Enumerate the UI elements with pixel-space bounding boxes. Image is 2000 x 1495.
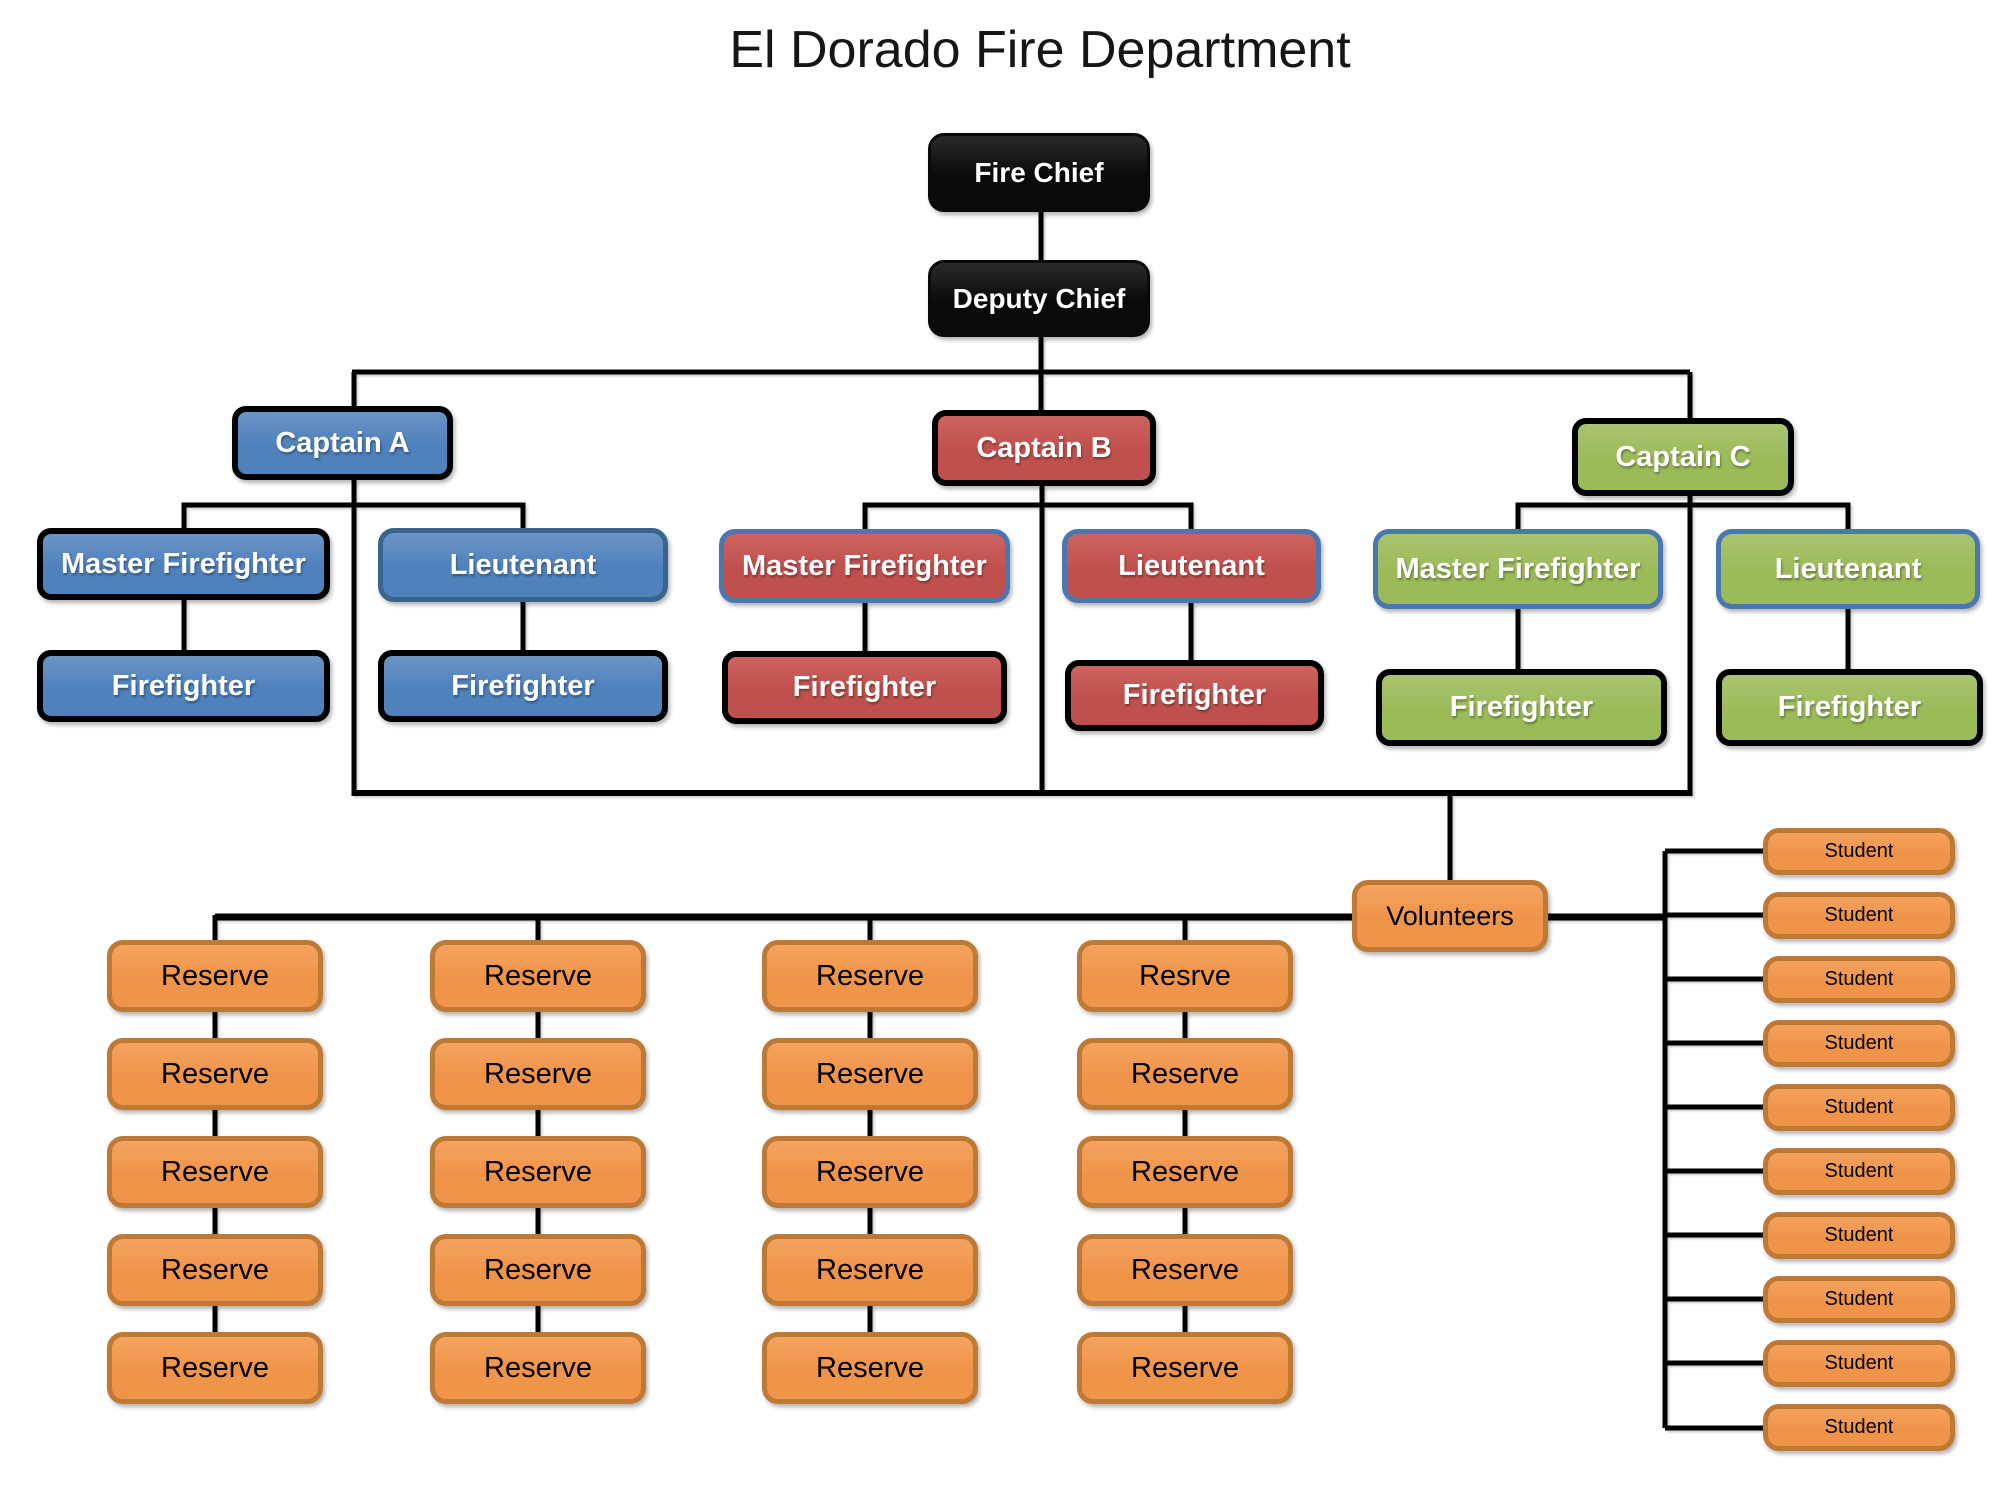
node-reserve-c4-1: Resrve	[1077, 940, 1293, 1012]
node-captain-b: Captain B	[932, 410, 1156, 486]
node-student-7: Student	[1763, 1212, 1955, 1259]
node-student-5: Student	[1763, 1084, 1955, 1131]
node-deputy-chief: Deputy Chief	[928, 260, 1150, 337]
node-reserve-c4-2: Reserve	[1077, 1038, 1293, 1110]
node-reserve-c1-1: Reserve	[107, 940, 323, 1012]
node-reserve-c2-1: Reserve	[430, 940, 646, 1012]
node-student-8: Student	[1763, 1276, 1955, 1323]
node-master-firefighter-c: Master Firefighter	[1373, 529, 1663, 609]
node-student-2: Student	[1763, 892, 1955, 939]
node-reserve-c3-3: Reserve	[762, 1136, 978, 1208]
node-master-firefighter-b: Master Firefighter	[719, 529, 1010, 603]
node-lieutenant-b: Lieutenant	[1062, 529, 1321, 603]
node-student-1: Student	[1763, 828, 1955, 875]
node-firefighter-c2: Firefighter	[1716, 669, 1983, 746]
node-student-6: Student	[1763, 1148, 1955, 1195]
connector-line	[862, 502, 1194, 529]
page-title: El Dorado Fire Department	[729, 21, 1351, 79]
node-reserve-c3-5: Reserve	[762, 1332, 978, 1404]
node-firefighter-b2: Firefighter	[1065, 660, 1324, 731]
node-student-4: Student	[1763, 1020, 1955, 1067]
node-fire-chief: Fire Chief	[928, 133, 1150, 212]
node-reserve-c4-5: Reserve	[1077, 1332, 1293, 1404]
node-student-10: Student	[1763, 1404, 1955, 1451]
node-reserve-c1-4: Reserve	[107, 1234, 323, 1306]
connector-line	[181, 502, 526, 528]
node-reserve-c2-2: Reserve	[430, 1038, 646, 1110]
node-lieutenant-c: Lieutenant	[1716, 529, 1980, 609]
node-reserve-c1-2: Reserve	[107, 1038, 323, 1110]
node-lieutenant-a: Lieutenant	[378, 528, 668, 602]
node-captain-c: Captain C	[1572, 418, 1794, 496]
node-reserve-c2-4: Reserve	[430, 1234, 646, 1306]
node-volunteers: Volunteers	[1352, 880, 1548, 952]
node-reserve-c3-1: Reserve	[762, 940, 978, 1012]
connector-line	[1515, 502, 1851, 529]
node-reserve-c2-3: Reserve	[430, 1136, 646, 1208]
node-reserve-c1-5: Reserve	[107, 1332, 323, 1404]
node-student-9: Student	[1763, 1340, 1955, 1387]
node-firefighter-a1: Firefighter	[37, 650, 330, 722]
node-reserve-c3-2: Reserve	[762, 1038, 978, 1110]
node-reserve-c4-3: Reserve	[1077, 1136, 1293, 1208]
node-firefighter-a2: Firefighter	[378, 650, 668, 722]
node-firefighter-b1: Firefighter	[722, 651, 1007, 724]
node-captain-a: Captain A	[232, 406, 453, 480]
node-reserve-c3-4: Reserve	[762, 1234, 978, 1306]
node-reserve-c1-3: Reserve	[107, 1136, 323, 1208]
node-reserve-c4-4: Reserve	[1077, 1234, 1293, 1306]
node-master-firefighter-a: Master Firefighter	[37, 528, 330, 600]
node-student-3: Student	[1763, 956, 1955, 1003]
node-firefighter-c1: Firefighter	[1376, 669, 1667, 746]
node-reserve-c2-5: Reserve	[430, 1332, 646, 1404]
